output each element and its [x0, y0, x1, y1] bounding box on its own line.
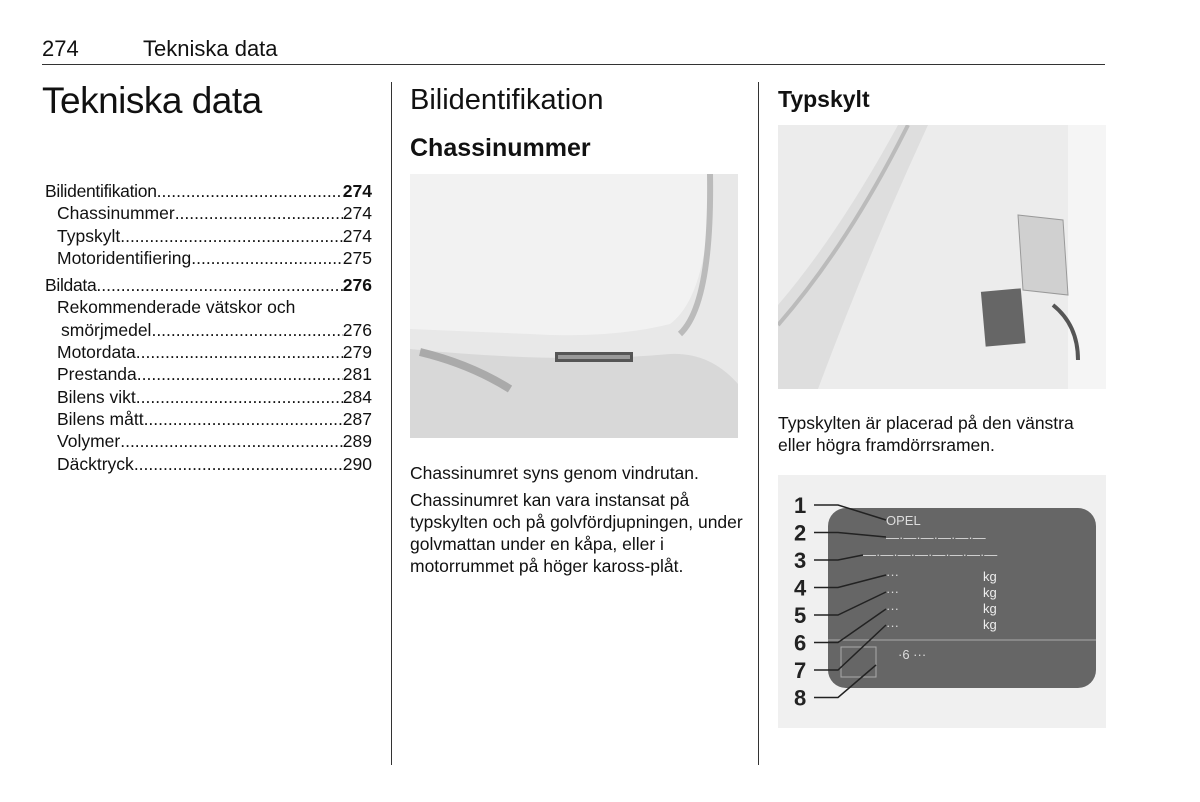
toc-entry-page: 274 [342, 225, 372, 246]
windshield-vin-photo [410, 174, 738, 438]
paragraph: Typskylten är placerad på den vänstra el… [778, 413, 1074, 455]
toc-leader-dots [120, 430, 343, 452]
plate-unit-kg: kg [983, 617, 997, 632]
toc-entry[interactable]: smörjmedel 276 [45, 319, 372, 341]
type-plate-diagram: OPEL —·—·—·—·—·— —·—·—·—·—·—·—·— ······ … [778, 475, 1106, 728]
callout-number: 4 [794, 576, 807, 601]
callout-number: 8 [794, 686, 806, 711]
plate-unit-kg: kg [983, 601, 997, 616]
svg-text:···: ··· [886, 567, 899, 582]
paragraph: Chassinumret syns genom vindrutan. [410, 463, 699, 483]
toc-entry-page: 281 [342, 364, 372, 385]
toc-entry-label: Bilens mått [57, 408, 144, 429]
callout-number: 7 [794, 658, 806, 683]
toc-leader-dots [175, 202, 343, 224]
toc-entry-label: Motoridentifiering [57, 247, 192, 268]
toc-entry-page: 274 [342, 203, 372, 224]
callout-number: 6 [794, 631, 806, 656]
chapter-title: Tekniska data [42, 80, 262, 121]
toc-entry[interactable]: Chassinummer 274 [45, 202, 372, 224]
header-rule [42, 64, 1105, 65]
plate-brand: OPEL [886, 513, 921, 528]
section-title: Bilidentifikation [410, 84, 604, 116]
toc-entry-label: Däcktryck [57, 453, 134, 474]
toc-entry[interactable]: Rekommenderade vätskor och [45, 296, 372, 318]
toc-entry-page: 287 [342, 408, 372, 429]
toc-entry-label: Bildata [45, 275, 97, 296]
toc-entry-page: 279 [342, 342, 372, 363]
toc-entry[interactable]: Prestanda 281 [45, 363, 372, 385]
toc-entry-label: Rekommenderade vätskor och [57, 297, 296, 318]
callout-leader-line [814, 624, 887, 671]
column-divider [758, 82, 759, 765]
callout-leader-line [814, 504, 887, 521]
callout-leader-line [814, 608, 887, 644]
toc-entry[interactable]: Bilidentifikation 274 [45, 180, 372, 202]
callout-number: 2 [794, 521, 806, 546]
running-header: Tekniska data [143, 36, 278, 61]
toc-entry-page: 290 [342, 453, 372, 474]
toc-leader-dots [136, 341, 343, 363]
callout-leader-line [814, 574, 887, 589]
toc-entry-page: 274 [342, 181, 372, 201]
svg-text:·6 ···: ·6 ··· [898, 647, 926, 662]
toc-leader-dots [157, 180, 343, 202]
svg-text:—·—·—·—·—·—·—·—: —·—·—·—·—·—·—·— [863, 547, 997, 562]
toc-entry[interactable]: Bilens vikt 284 [45, 386, 372, 408]
toc-entry-page: 275 [342, 247, 372, 268]
svg-text:···: ··· [886, 584, 899, 599]
toc-leader-dots [96, 274, 342, 296]
callout-number: 1 [794, 493, 806, 518]
toc-leader-dots [137, 363, 343, 385]
paragraph: Chassinumret kan vara instansat på typsk… [410, 490, 743, 576]
toc-leader-dots [144, 408, 343, 430]
toc-entry-label: smörjmedel [61, 319, 152, 340]
callout-leader-line [814, 591, 887, 616]
toc-entry[interactable]: Motordata 279 [45, 341, 372, 363]
toc-entry-page: 284 [342, 386, 372, 407]
door-frame-plate-photo [778, 125, 1106, 389]
page-number: 274 [42, 36, 79, 61]
toc-entry[interactable]: Motoridentifiering 275 [45, 247, 372, 269]
toc-leader-dots [151, 319, 342, 341]
svg-text:···: ··· [886, 618, 899, 633]
toc-leader-dots [191, 247, 343, 269]
callout-number: 3 [794, 548, 806, 573]
toc-leader-dots [134, 453, 343, 475]
callout-leader-line [814, 664, 877, 699]
toc-entry-label: Motordata [57, 342, 136, 363]
subsection-title: Typskylt [778, 86, 870, 112]
svg-text:—·—·—·—·—·—: —·—·—·—·—·— [886, 530, 986, 545]
toc-entry-page: 276 [342, 319, 372, 340]
toc-leader-dots [120, 225, 343, 247]
callout-number: 5 [794, 603, 806, 628]
callout-leader-line [814, 554, 864, 561]
toc-entry-label: Bilens vikt [57, 386, 136, 407]
toc-entry-label: Typskylt [57, 225, 121, 246]
toc-leader-dots [136, 386, 343, 408]
plate-unit-kg: kg [983, 569, 997, 584]
subsection-title: Chassinummer [410, 134, 591, 162]
toc-entry-page: 289 [342, 431, 372, 452]
toc-entry-label: Chassinummer [57, 203, 175, 224]
toc-entry-label: Bilidentifikation [45, 181, 157, 201]
toc-entry[interactable]: Typskylt 274 [45, 225, 372, 247]
callout-leader-line [814, 531, 887, 538]
toc-entry[interactable]: Däcktryck 290 [45, 453, 372, 475]
toc-entry[interactable]: Bilens mått 287 [45, 408, 372, 430]
svg-text:···: ··· [886, 601, 899, 616]
toc-entry[interactable]: Volymer 289 [45, 430, 372, 452]
toc-entry-page: 276 [342, 275, 372, 296]
plate-unit-kg: kg [983, 585, 997, 600]
toc-entry-label: Prestanda [57, 364, 137, 385]
table-of-contents: Bilidentifikation274Chassinummer274Typsk… [45, 180, 372, 475]
column-divider [391, 82, 392, 765]
toc-entry-label: Volymer [57, 431, 121, 452]
toc-entry[interactable]: Bildata 276 [45, 274, 372, 296]
